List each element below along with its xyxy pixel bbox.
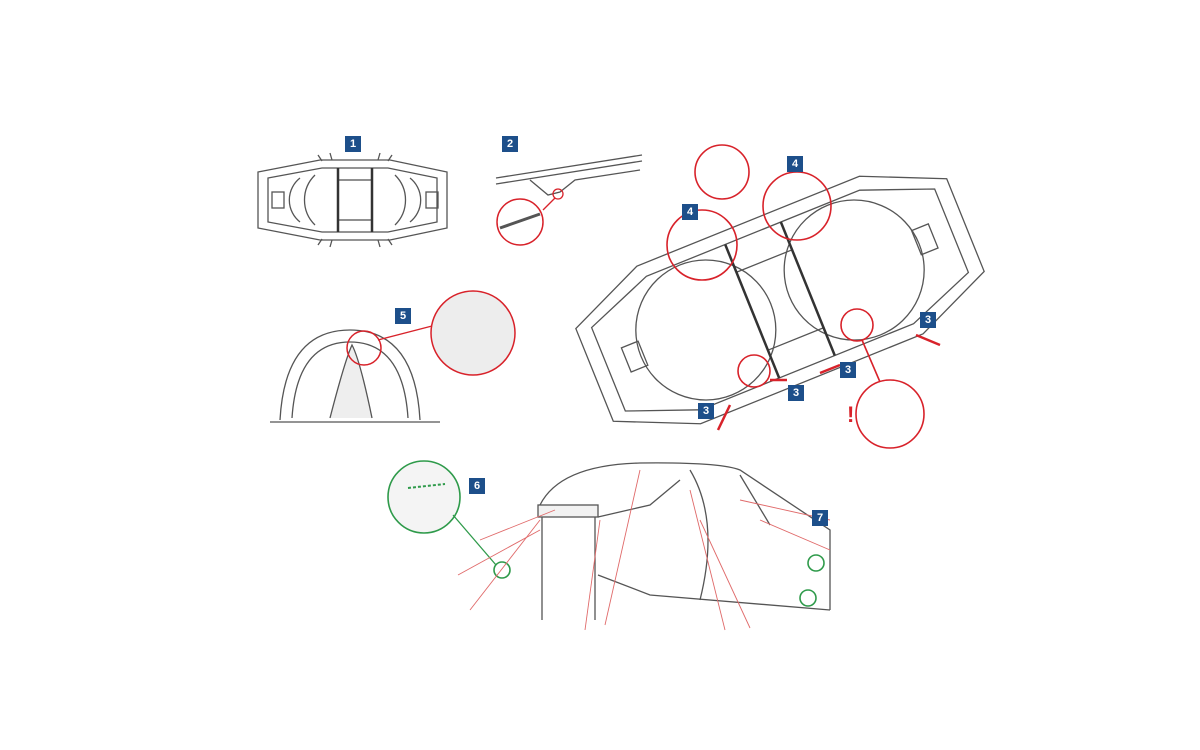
- step-3-badge: 3: [840, 362, 856, 378]
- step3-4-tent-plan: [575, 175, 985, 425]
- step-5-badge: 5: [395, 308, 411, 324]
- step-1-badge: 1: [345, 136, 361, 152]
- step-7-badge: 7: [812, 510, 828, 526]
- step-4-badge: 4: [787, 156, 803, 172]
- step-2-badge: 2: [502, 136, 518, 152]
- step6-7-tunnel-tent: [387, 460, 831, 620]
- step5-dome: [270, 290, 516, 423]
- step-3-badge: 3: [698, 403, 714, 419]
- step-3-badge: 3: [920, 312, 936, 328]
- step-3-badge: 3: [788, 385, 804, 401]
- step-6-badge: 6: [469, 478, 485, 494]
- step-4-badge: 4: [682, 204, 698, 220]
- guy-lines: [457, 469, 831, 631]
- step2-poles: [495, 154, 643, 246]
- warning-mark: !: [847, 402, 855, 427]
- step1-floor-plan: [257, 152, 448, 248]
